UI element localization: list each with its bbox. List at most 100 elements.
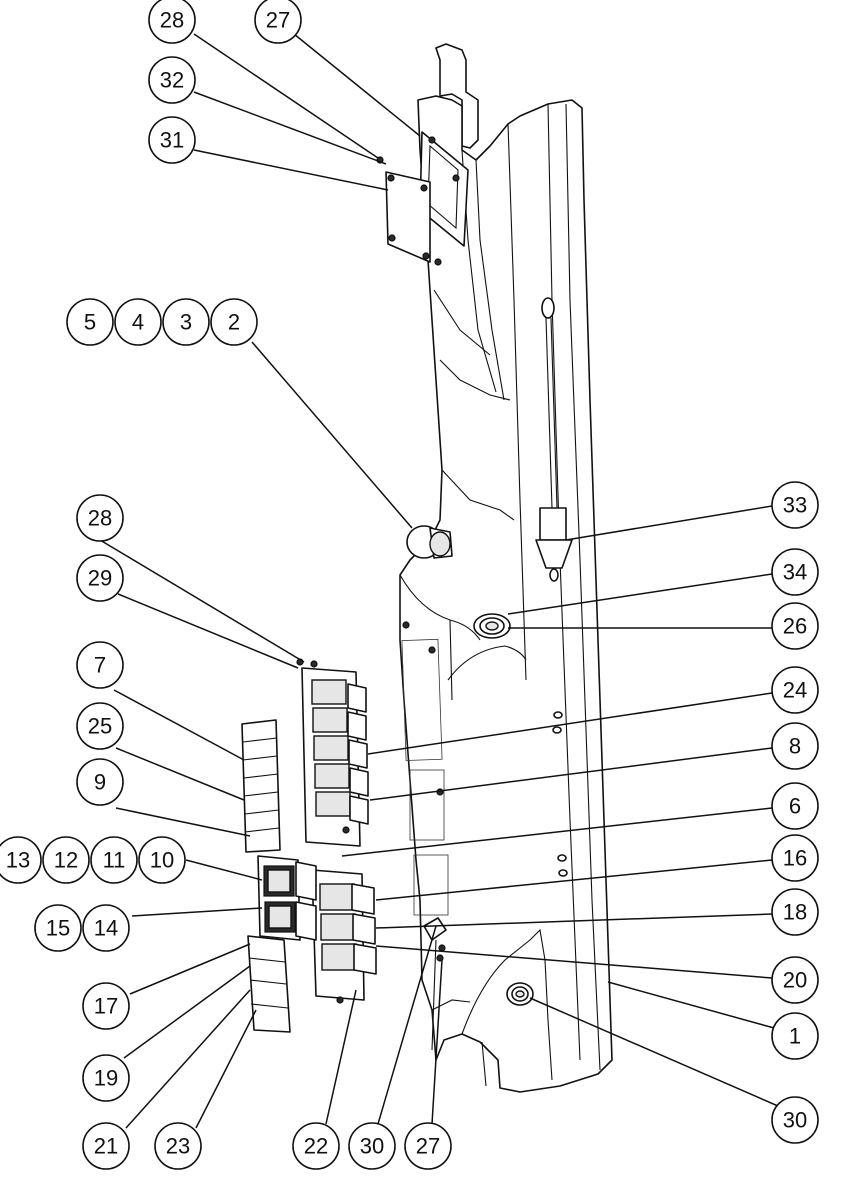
callout-19: 19 — [82, 1054, 130, 1102]
upper-rocker-caps — [241, 719, 281, 853]
callout-number: 30 — [783, 1108, 807, 1133]
callout-number: 27 — [266, 8, 290, 33]
callout-number: 32 — [160, 68, 184, 93]
callout-number: 10 — [150, 848, 174, 873]
callout-circle — [771, 602, 819, 650]
callout-number: 19 — [94, 1066, 118, 1091]
callout-circle — [210, 298, 258, 346]
round-connector-lower — [506, 982, 534, 1006]
callout-5: 5 — [66, 298, 114, 346]
callout-number: 17 — [94, 994, 118, 1019]
callout-number: 8 — [789, 734, 801, 759]
callout-circle — [82, 904, 130, 952]
callout-number: 29 — [88, 566, 112, 591]
lower-rocker-caps — [247, 935, 291, 1033]
callout-10: 10 — [138, 836, 186, 884]
leader-lines — [99, 33, 779, 1129]
callout-1: 1 — [771, 1012, 819, 1060]
callout-number: 9 — [94, 770, 106, 795]
callout-27-top: 27 — [254, 0, 302, 44]
callout-circle — [148, 116, 196, 164]
callout-number: 34 — [783, 560, 807, 585]
callout-4: 4 — [114, 298, 162, 346]
callout-number: 12 — [54, 848, 78, 873]
callout-23: 23 — [154, 1122, 202, 1170]
callout-circle — [82, 1122, 130, 1170]
callout-circle — [114, 298, 162, 346]
callout-number: 27 — [416, 1134, 440, 1159]
rotary-knob — [406, 525, 453, 559]
callout-34: 34 — [771, 548, 819, 596]
callout-number: 25 — [88, 714, 112, 739]
callout-circle — [154, 1122, 202, 1170]
callout-circle — [771, 481, 819, 529]
callout-15: 15 — [34, 904, 82, 952]
callout-20: 20 — [771, 956, 819, 1004]
callout-circle — [76, 758, 124, 806]
callout-2: 2 — [210, 298, 258, 346]
callout-number: 33 — [783, 493, 807, 518]
callout-29: 29 — [76, 554, 124, 602]
callout-circle — [771, 666, 819, 714]
callout-circle — [771, 956, 819, 1004]
middle-switch-module — [257, 855, 317, 941]
callout-number: 4 — [132, 310, 144, 335]
callout-30-right: 30 — [771, 1096, 819, 1144]
callout-number: 14 — [94, 916, 118, 941]
callout-circle — [76, 554, 124, 602]
callout-circle — [42, 836, 90, 884]
callout-26: 26 — [771, 602, 819, 650]
callout-12: 12 — [42, 836, 90, 884]
callout-8: 8 — [771, 722, 819, 770]
callout-circle — [771, 888, 819, 936]
callout-28-mid: 28 — [76, 494, 124, 542]
callout-circle — [771, 1096, 819, 1144]
callout-circle — [771, 722, 819, 770]
callout-circle — [771, 782, 819, 830]
callout-circle — [76, 494, 124, 542]
callout-number: 15 — [46, 916, 70, 941]
callout-circle — [162, 298, 210, 346]
callout-number: 7 — [94, 653, 106, 678]
callout-circle — [771, 548, 819, 596]
callout-33: 33 — [771, 481, 819, 529]
round-connector-upper — [473, 613, 511, 639]
callout-number: 26 — [783, 614, 807, 639]
callout-circle — [34, 904, 82, 952]
callout-number: 31 — [160, 128, 184, 153]
callout-circle — [771, 1012, 819, 1060]
callout-number: 23 — [166, 1134, 190, 1159]
callout-circle — [138, 836, 186, 884]
lower-switch-bank — [311, 869, 377, 1004]
callout-30-bottom: 30 — [348, 1122, 396, 1170]
callout-24: 24 — [771, 666, 819, 714]
callout-number: 20 — [783, 968, 807, 993]
callout-number: 16 — [783, 846, 807, 871]
callout-number: 21 — [94, 1134, 118, 1159]
callout-circle — [148, 0, 196, 44]
callout-7: 7 — [76, 641, 124, 689]
callout-circle — [0, 836, 42, 884]
callout-number: 6 — [789, 794, 801, 819]
callout-number: 30 — [360, 1134, 384, 1159]
callout-number: 18 — [783, 900, 807, 925]
callout-3: 3 — [162, 298, 210, 346]
top-mounting-plate — [376, 131, 469, 266]
callout-circle — [66, 298, 114, 346]
callout-32: 32 — [148, 56, 196, 104]
callout-number: 28 — [88, 506, 112, 531]
callout-number: 3 — [180, 310, 192, 335]
callout-number: 1 — [789, 1024, 801, 1049]
callout-circle — [404, 1122, 452, 1170]
callout-27-bottom: 27 — [404, 1122, 452, 1170]
callout-21: 21 — [82, 1122, 130, 1170]
antenna-assembly — [535, 297, 573, 582]
callout-number: 22 — [304, 1134, 328, 1159]
callout-number: 28 — [160, 8, 184, 33]
callout-6: 6 — [771, 782, 819, 830]
callout-22: 22 — [292, 1122, 340, 1170]
callout-number: 2 — [228, 310, 240, 335]
callout-16: 16 — [771, 834, 819, 882]
